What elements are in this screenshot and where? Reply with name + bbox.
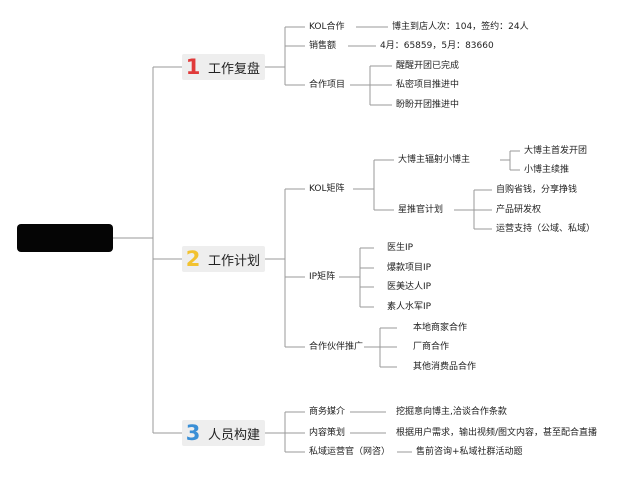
node-partner-3: 其他消费品合作 (413, 362, 477, 372)
node-coop-projects: 合作项目 (309, 80, 346, 90)
section-number-3: 3 (185, 421, 201, 445)
node-sales-detail: 4月：65859，5月：83660 (380, 41, 494, 51)
node-kol-matrix: KOL矩阵 (309, 184, 345, 194)
node-big-small-bloggers: 大博主辐射小博主 (398, 155, 471, 165)
node-partner-2: 厂商合作 (413, 342, 450, 352)
node-star-promoter-1: 自购省钱，分享挣钱 (496, 185, 578, 195)
section-work-plan: 2 工作计划 (182, 246, 265, 272)
node-big-blogger-launch: 大博主首发开团 (524, 146, 588, 156)
section-staffing: 3 人员构建 (182, 420, 265, 446)
node-coop-project-2: 私密项目推进中 (396, 80, 460, 90)
node-partner-promotion: 合作伙伴推广 (309, 342, 364, 352)
node-private-domain-ops-detail: 售前咨询+私域社群活动题 (416, 447, 523, 457)
node-star-promoter-plan: 星推官计划 (398, 205, 444, 215)
node-business-media-detail: 挖掘意向博主,洽谈合作条款 (396, 407, 507, 417)
node-small-blogger-follow: 小博主续推 (524, 165, 570, 175)
section-label: 人员构建 (208, 427, 261, 443)
node-partner-1: 本地商家合作 (413, 323, 468, 333)
node-star-promoter-2: 产品研发权 (496, 205, 542, 215)
node-sales: 销售额 (309, 41, 337, 51)
section-work-review: 1 工作复盘 (182, 54, 265, 80)
node-content-planning: 内容策划 (309, 428, 346, 438)
node-coop-project-1: 醒醒开团已完成 (396, 61, 460, 71)
section-label: 工作复盘 (208, 61, 261, 77)
node-content-planning-detail: 根据用户需求，输出视频/图文内容，甚至配合直播 (396, 428, 598, 438)
section-label: 工作计划 (208, 253, 261, 269)
node-star-promoter-3: 运营支持（公域、私域） (496, 224, 596, 234)
node-ip-2: 爆款项目IP (387, 263, 432, 273)
node-ip-matrix: IP矩阵 (309, 272, 336, 282)
node-coop-project-3: 盼盼开团推进中 (396, 100, 460, 110)
section-number-2: 2 (185, 247, 201, 271)
node-business-media: 商务媒介 (309, 407, 346, 417)
node-kol-cooperation-detail: 博主到店人次：104，签约：24人 (392, 22, 529, 32)
node-ip-3: 医美达人IP (387, 282, 432, 292)
node-ip-4: 素人水军IP (387, 302, 432, 312)
node-kol-cooperation: KOL合作 (309, 22, 345, 32)
node-ip-1: 医生IP (387, 243, 414, 253)
node-private-domain-ops: 私域运营官（网咨） (309, 447, 391, 457)
section-number-1: 1 (185, 55, 201, 79)
root-node (17, 224, 113, 252)
